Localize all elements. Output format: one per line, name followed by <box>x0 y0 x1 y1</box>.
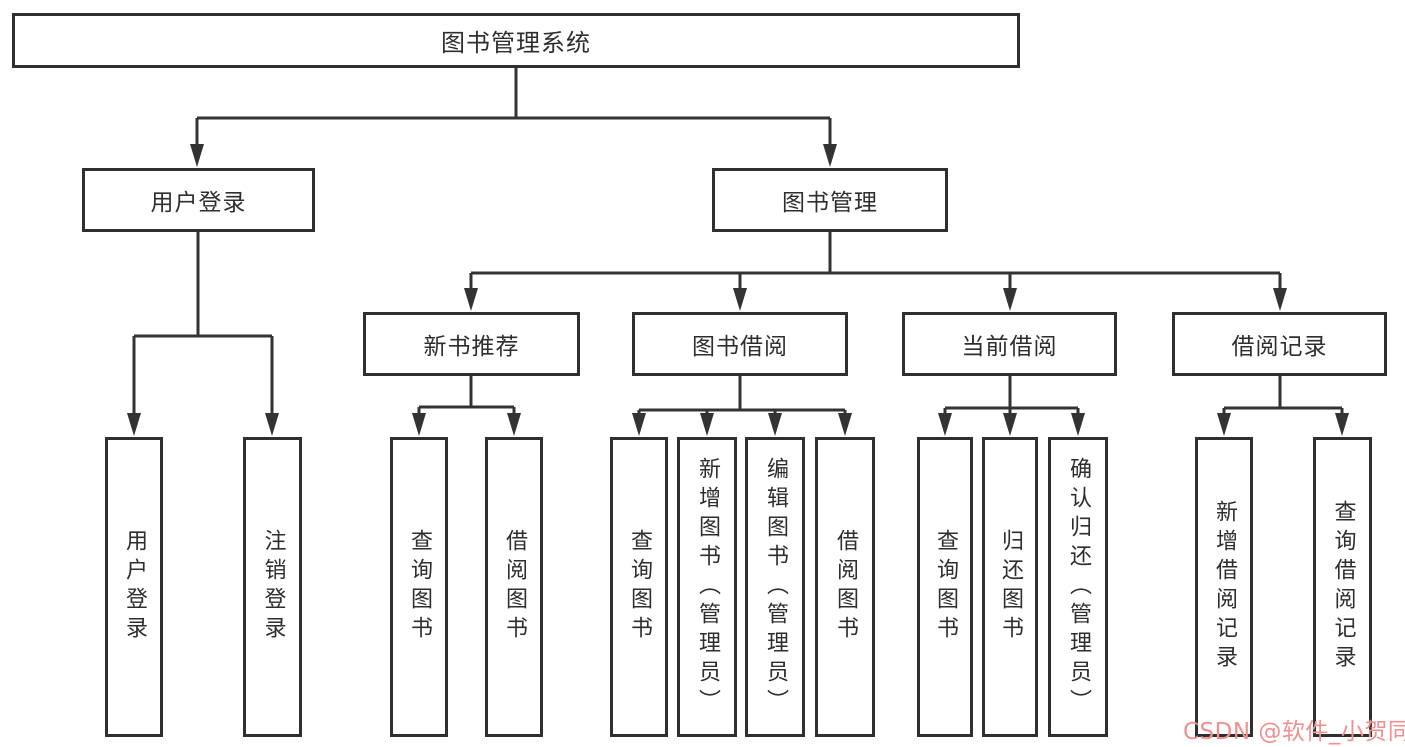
node-book-borrow: 图书借阅 <box>632 312 848 376</box>
node-root: 图书管理系统 <box>12 13 1020 68</box>
leaf-current-confirm-return-admin: 确认归还（管理员） <box>1048 437 1108 737</box>
leaf-borrow-borrow-books: 借阅图书 <box>815 437 875 737</box>
leaf-borrow-query-books: 查询图书 <box>610 437 668 737</box>
connector-current-to-leaves <box>943 376 1080 414</box>
connector-mgmt-to-level3 <box>469 232 1282 289</box>
node-borrow-records: 借阅记录 <box>1172 312 1387 376</box>
connector-records-to-leaves <box>1222 376 1344 414</box>
leaf-current-query-books: 查询图书 <box>917 437 973 737</box>
leaf-borrow-edit-books-admin: 编辑图书（管理员） <box>745 437 805 737</box>
leaf-newrec-query-books: 查询图书 <box>390 437 448 737</box>
leaf-current-return-books: 归还图书 <box>982 437 1038 737</box>
watermark: CSDN @软件_小贺同学 <box>1183 719 1405 745</box>
leaf-borrow-add-books-admin: 新增图书（管理员） <box>677 437 737 737</box>
leaf-logout: 注销登录 <box>243 437 302 737</box>
node-current-borrow: 当前借阅 <box>902 312 1117 376</box>
node-book-management: 图书管理 <box>712 168 948 232</box>
leaf-user-login: 用户登录 <box>105 437 163 737</box>
node-new-book-recommend: 新书推荐 <box>363 312 580 376</box>
node-user-login: 用户登录 <box>82 168 315 232</box>
connector-root-to-level2 <box>195 68 832 146</box>
connector-newbook-to-leaves <box>417 376 516 414</box>
leaf-records-query-borrow-record: 查询借阅记录 <box>1313 437 1372 737</box>
connector-login-to-leaves <box>132 232 274 414</box>
leaf-records-add-borrow-record: 新增借阅记录 <box>1195 437 1253 737</box>
arrowheads <box>127 144 1349 436</box>
leaf-newrec-borrow-books: 借阅图书 <box>485 437 543 737</box>
connector-borrow-to-leaves <box>637 376 847 414</box>
